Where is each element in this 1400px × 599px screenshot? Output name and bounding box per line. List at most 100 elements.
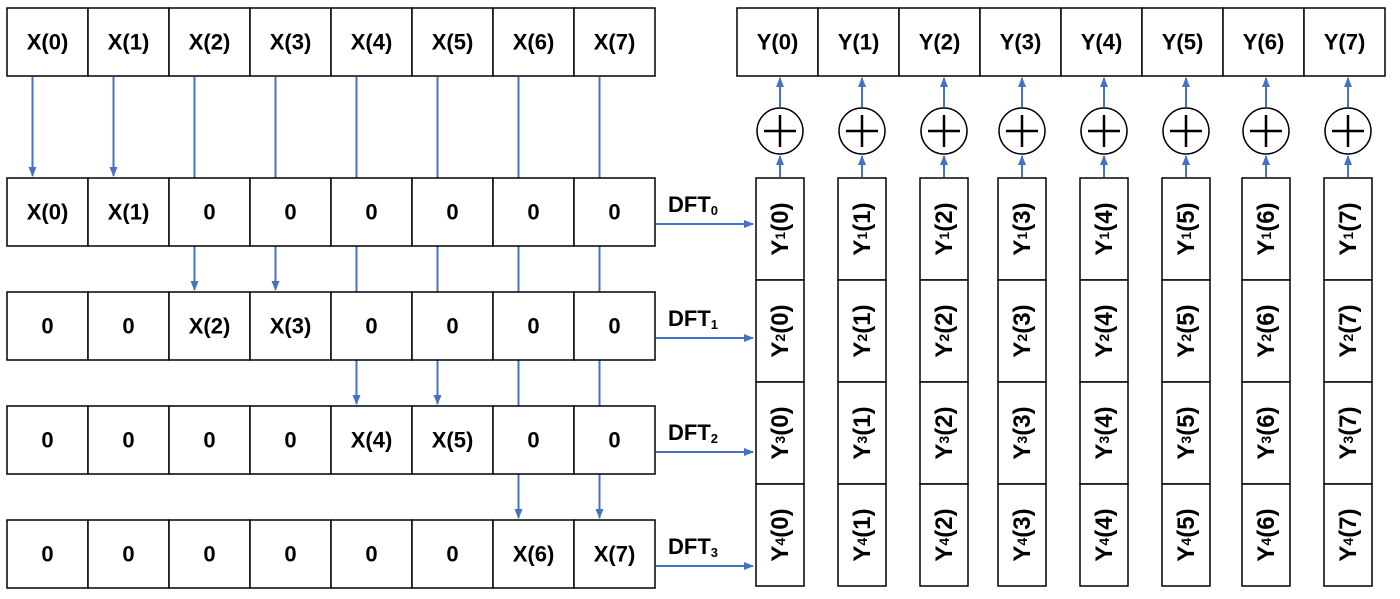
padded-cell: 0: [492, 177, 575, 247]
partial-output-cell: Y1(2): [919, 177, 969, 281]
padded-cell-label: X(5): [432, 428, 474, 453]
padded-cell: 0: [411, 519, 494, 589]
partial-output-label: Y2(0): [767, 304, 794, 357]
dft-label: DFT1: [668, 306, 718, 332]
dft-label: DFT2: [668, 420, 718, 446]
partial-output-cell: Y2(3): [997, 279, 1047, 383]
padded-cell: X(7): [573, 519, 656, 589]
partial-output-cell: Y3(7): [1323, 381, 1373, 485]
input-cell: X(0): [6, 7, 89, 77]
padded-cell-label: 0: [527, 314, 539, 339]
output-cell-label: Y(0): [757, 30, 799, 55]
partial-output-label: Y2(1): [849, 304, 876, 357]
padded-cell: 0: [168, 177, 251, 247]
output-cell-label: Y(4): [1081, 30, 1123, 55]
output-cell: Y(1): [817, 7, 900, 77]
partial-output-label: Y4(4): [1091, 508, 1118, 561]
input-cell-label: X(2): [189, 30, 231, 55]
padded-cell-label: 0: [284, 428, 296, 453]
padded-cell: 0: [249, 519, 332, 589]
partial-output-label: Y2(5): [1173, 304, 1200, 357]
partial-output-label: Y3(2): [931, 406, 958, 459]
output-cell-label: Y(1): [838, 30, 880, 55]
input-cell: X(4): [330, 7, 413, 77]
input-cell: X(1): [87, 7, 170, 77]
partial-output-cell: Y2(4): [1079, 279, 1129, 383]
partial-output-label: Y1(4): [1091, 202, 1118, 255]
partial-output-label: Y1(7): [1335, 202, 1362, 255]
padded-cell-label: 0: [203, 428, 215, 453]
partial-output-label: Y1(5): [1173, 202, 1200, 255]
padded-cell-label: X(0): [27, 200, 69, 225]
partial-output-label: Y3(5): [1173, 406, 1200, 459]
partial-output-label: Y1(0): [767, 202, 794, 255]
padded-cell: 0: [573, 405, 656, 475]
partial-output-cell: Y2(7): [1323, 279, 1373, 383]
partial-output-cell: Y4(3): [997, 483, 1047, 587]
partial-output-cell: Y4(0): [755, 483, 805, 587]
padded-cell-label: 0: [527, 200, 539, 225]
partial-output-cell: Y3(0): [755, 381, 805, 485]
padded-cell: 0: [249, 177, 332, 247]
partial-output-cell: Y1(0): [755, 177, 805, 281]
padded-cell-label: 0: [41, 542, 53, 567]
partial-output-label: Y3(3): [1009, 406, 1036, 459]
padded-cell: 0: [492, 405, 575, 475]
padded-cell: 0: [411, 177, 494, 247]
padded-cell-label: X(2): [189, 314, 231, 339]
adder-icon: [998, 107, 1046, 155]
output-cell-label: Y(2): [919, 30, 961, 55]
partial-output-cell: Y3(1): [837, 381, 887, 485]
input-cell: X(3): [249, 7, 332, 77]
input-cell-label: X(7): [594, 30, 636, 55]
partial-output-cell: Y4(7): [1323, 483, 1373, 587]
partial-output-cell: Y1(7): [1323, 177, 1373, 281]
partial-output-label: Y3(1): [849, 406, 876, 459]
input-cell-label: X(1): [108, 30, 150, 55]
partial-output-cell: Y2(0): [755, 279, 805, 383]
input-cell: X(6): [492, 7, 575, 77]
partial-output-cell: Y3(3): [997, 381, 1047, 485]
padded-cell-label: 0: [122, 428, 134, 453]
adder-icon: [1324, 107, 1372, 155]
padded-cell: 0: [168, 519, 251, 589]
padded-cell-label: 0: [203, 542, 215, 567]
padded-cell-label: 0: [284, 200, 296, 225]
partial-output-label: Y2(2): [931, 304, 958, 357]
input-cell: X(5): [411, 7, 494, 77]
output-cell: Y(3): [979, 7, 1062, 77]
partial-output-cell: Y2(5): [1161, 279, 1211, 383]
padded-cell: X(0): [6, 177, 89, 247]
partial-output-cell: Y3(5): [1161, 381, 1211, 485]
padded-cell-label: 0: [365, 200, 377, 225]
partial-output-label: Y1(3): [1009, 202, 1036, 255]
partial-output-label: Y3(4): [1091, 406, 1118, 459]
padded-cell-label: 0: [41, 428, 53, 453]
padded-cell: X(4): [330, 405, 413, 475]
partial-output-cell: Y1(6): [1241, 177, 1291, 281]
output-cell-label: Y(7): [1324, 30, 1366, 55]
padded-cell: 0: [573, 291, 656, 361]
partial-output-cell: Y4(4): [1079, 483, 1129, 587]
dft-label: DFT0: [668, 192, 718, 218]
padded-cell-label: 0: [446, 200, 458, 225]
partial-output-label: Y2(3): [1009, 304, 1036, 357]
padded-cell-label: 0: [446, 314, 458, 339]
padded-cell-label: X(7): [594, 542, 636, 567]
adder-icon: [1162, 107, 1210, 155]
partial-output-cell: Y3(2): [919, 381, 969, 485]
output-cell: Y(6): [1222, 7, 1305, 77]
partial-output-label: Y3(6): [1253, 406, 1280, 459]
partial-output-label: Y4(0): [767, 508, 794, 561]
partial-output-label: Y3(7): [1335, 406, 1362, 459]
input-cell: X(7): [573, 7, 656, 77]
output-cell: Y(5): [1141, 7, 1224, 77]
input-cell-label: X(5): [432, 30, 474, 55]
partial-output-cell: Y2(2): [919, 279, 969, 383]
partial-output-cell: Y2(6): [1241, 279, 1291, 383]
partial-output-label: Y4(7): [1335, 508, 1362, 561]
partial-output-label: Y4(1): [849, 508, 876, 561]
partial-output-label: Y2(4): [1091, 304, 1118, 357]
output-cell: Y(7): [1303, 7, 1386, 77]
